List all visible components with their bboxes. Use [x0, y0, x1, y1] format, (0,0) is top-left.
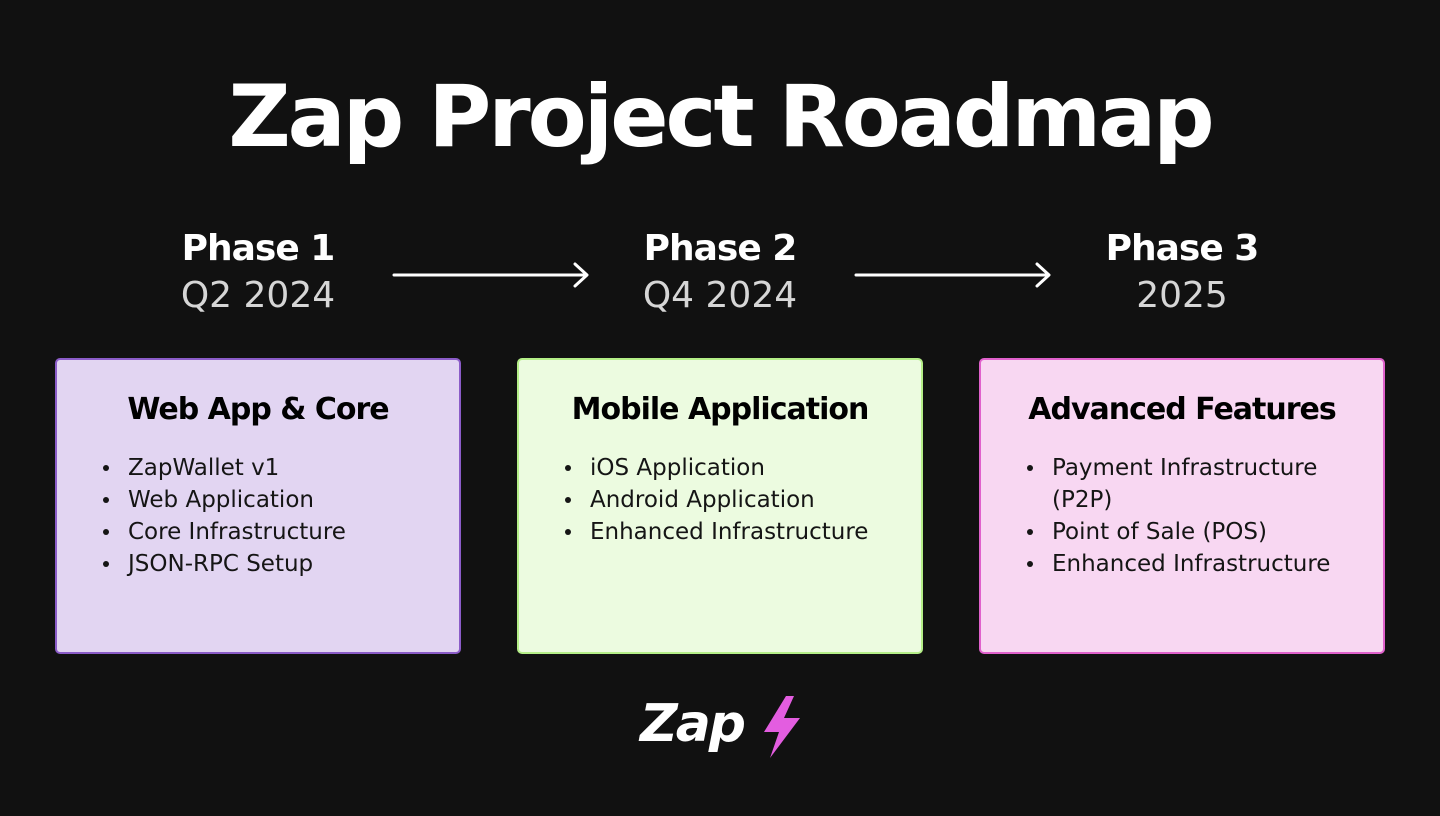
- list-item: Web Application: [101, 484, 439, 516]
- phase-3-date: 2025: [1136, 275, 1228, 316]
- list-item: Android Application: [563, 484, 901, 516]
- list-item: ZapWallet v1: [101, 452, 439, 484]
- list-item: Core Infrastructure: [101, 516, 439, 548]
- phase-2-header: Phase 2 Q4 2024: [570, 226, 870, 320]
- phase-2-feature-list: iOS Application Android Application Enha…: [519, 452, 921, 548]
- phase-1-card-title: Web App & Core: [127, 392, 389, 427]
- phase-2-date: Q4 2024: [642, 275, 798, 316]
- lightning-bolt-icon: [764, 696, 800, 758]
- list-item: JSON-RPC Setup: [101, 548, 439, 580]
- phase-1-feature-list: ZapWallet v1 Web Application Core Infras…: [57, 452, 459, 580]
- phase-1-card: Web App & Core ZapWallet v1 Web Applicat…: [55, 358, 461, 654]
- phase-3-name: Phase 3: [1105, 228, 1260, 269]
- list-item: Payment Infrastructure (P2P): [1025, 452, 1363, 516]
- phase-2-card: Mobile Application iOS Application Andro…: [517, 358, 923, 654]
- phase-2-name: Phase 2: [643, 228, 798, 269]
- phase-1-header: Phase 1 Q2 2024: [108, 226, 408, 320]
- list-item: Enhanced Infrastructure: [1025, 548, 1363, 580]
- phase-1-date: Q2 2024: [180, 275, 336, 316]
- phase-3-feature-list: Payment Infrastructure (P2P) Point of Sa…: [981, 452, 1383, 580]
- phase-3-card: Advanced Features Payment Infrastructure…: [979, 358, 1385, 654]
- page-title: Zap Project Roadmap: [228, 67, 1214, 167]
- arrow-right-icon: [392, 262, 589, 288]
- phase-1-name: Phase 1: [181, 228, 336, 269]
- zap-logo: Zap: [636, 690, 806, 762]
- list-item: Enhanced Infrastructure: [563, 516, 901, 548]
- phase-2-card-title: Mobile Application: [571, 392, 870, 427]
- list-item: Point of Sale (POS): [1025, 516, 1363, 548]
- logo-text: Zap: [640, 694, 746, 754]
- phase-3-card-title: Advanced Features: [1028, 392, 1336, 427]
- list-item: iOS Application: [563, 452, 901, 484]
- phase-3-header: Phase 3 2025: [1032, 226, 1332, 320]
- arrow-right-icon: [854, 262, 1051, 288]
